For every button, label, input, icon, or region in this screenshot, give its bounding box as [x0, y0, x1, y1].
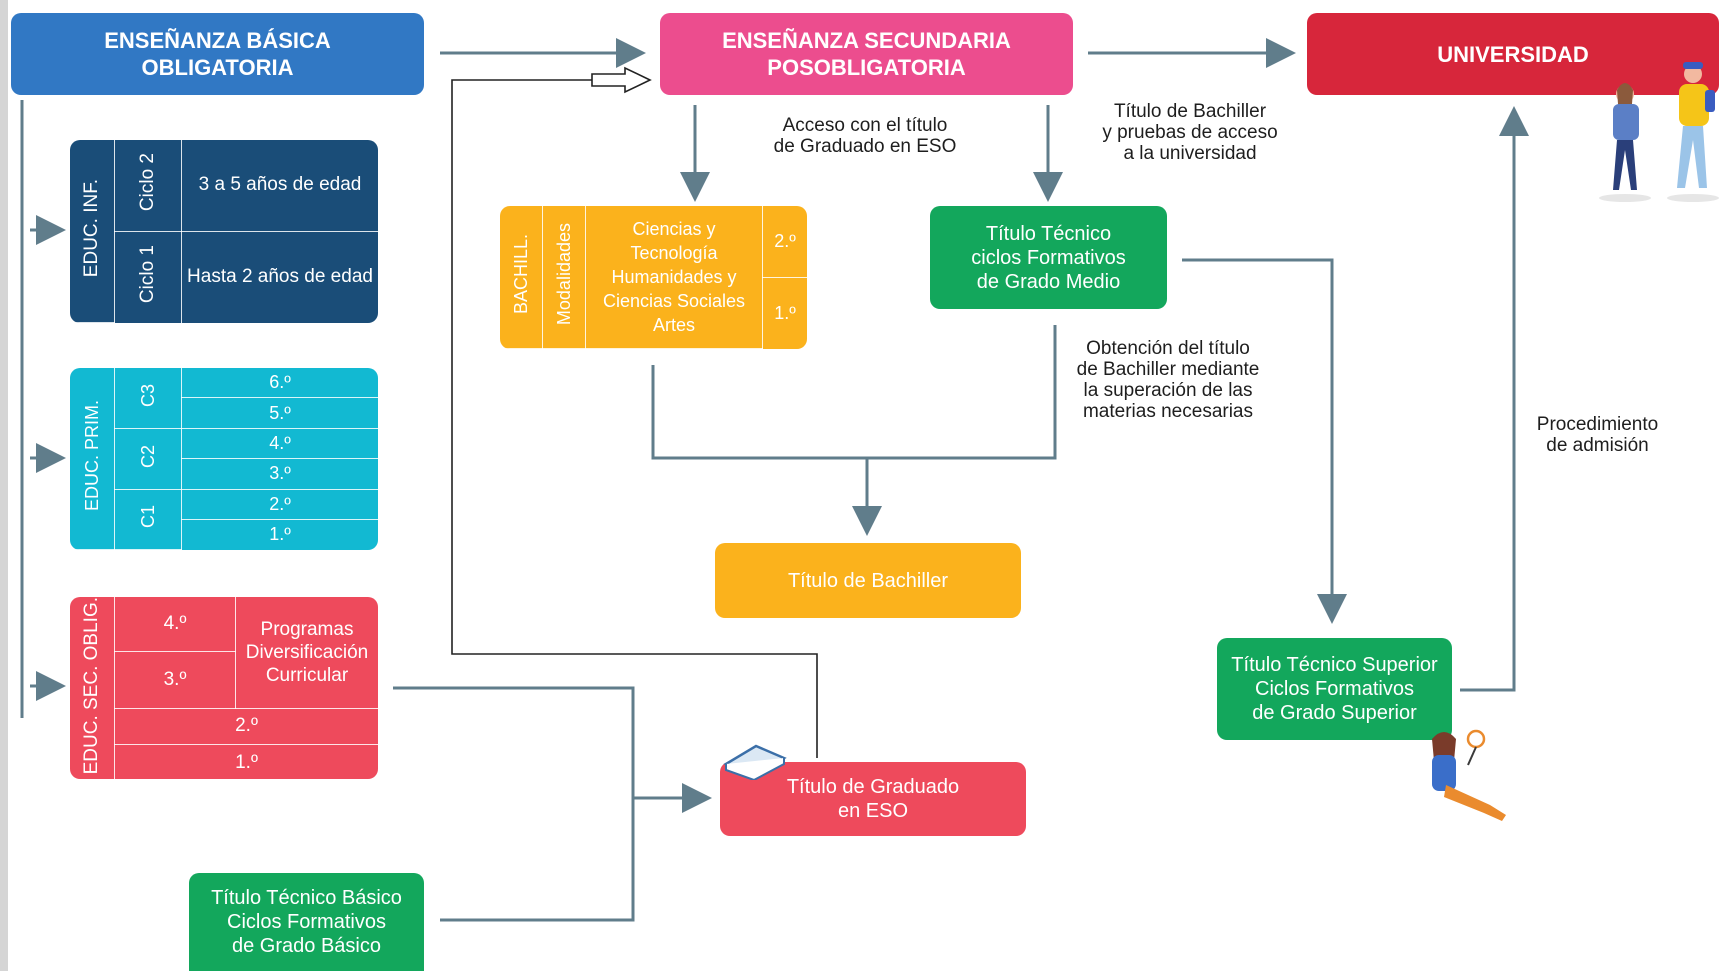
tecnico-medio-line-2: ciclos Formativos — [971, 246, 1126, 269]
sec-oblig-grade-4: 4.º — [163, 613, 187, 635]
primaria-grade-6: 6.º — [269, 372, 291, 393]
header-universidad-text: UNIVERSIDAD — [1437, 41, 1589, 67]
graduado-eso-line-1: Título de Graduado — [786, 776, 960, 798]
primaria-cycle-c2: C2 — [137, 444, 158, 468]
box-tecnico-basico: Título Técnico Básico Ciclos Formativos … — [189, 873, 424, 971]
sec-oblig-label: EDUC. SEC. OBLIG. — [81, 597, 102, 775]
primaria-cycle-c3: C3 — [137, 383, 158, 407]
line-bachillerato-to-join — [651, 325, 1057, 460]
obtencion-line-4: materias necesarias — [1082, 401, 1254, 422]
box-titulo-bachiller: Título de Bachiller — [715, 543, 1021, 618]
infantil-table: EDUC. INF. Ciclo 2 3 a 5 años de edad Ci… — [70, 140, 378, 323]
infantil-ciclo2: Ciclo 2 — [137, 153, 158, 212]
bachillerato-label: BACHILL. — [510, 234, 531, 315]
box-tecnico-medio: Título Técnico ciclos Formativos de Grad… — [930, 206, 1167, 309]
box-tecnico-superior: Título Técnico Superior Ciclos Formativo… — [1217, 638, 1452, 740]
bach-option-ciencias: Ciencias y Tecnología — [630, 219, 718, 263]
primaria-grade-4: 4.º — [269, 432, 291, 453]
infantil-ciclo2-desc: 3 a 5 años de edad — [198, 174, 362, 196]
note-procedimiento: Procedimiento de admisión — [1525, 414, 1670, 456]
sec-oblig-grade-3: 3.º — [163, 669, 187, 691]
line-medio-to-superior — [1182, 258, 1347, 624]
infantil-ciclo1: Ciclo 1 — [137, 245, 158, 304]
header-universidad: UNIVERSIDAD — [1307, 13, 1719, 95]
header-secundaria: ENSEÑANZA SECUNDARIA POSOBLIGATORIA — [660, 13, 1073, 95]
procedimiento-line-1: Procedimiento — [1536, 414, 1659, 435]
bach-grade-2: 2.º — [774, 230, 796, 251]
bach-option-artes: Artes — [652, 315, 695, 335]
tecnico-medio-line-1: Título Técnico — [985, 222, 1112, 245]
tecnico-basico-line-3: de Grado Básico — [232, 935, 381, 957]
bachiller-pruebas-line-3: a la universidad — [1123, 143, 1257, 164]
graduado-eso-line-2: en ESO — [837, 800, 909, 822]
book-icon — [723, 744, 787, 780]
bachillerato-table: BACHILL. Modalidades Ciencias y Tecnolog… — [500, 206, 807, 349]
bachiller-pruebas-line-1: Título de Bachiller — [1113, 101, 1267, 122]
programas-diversificacion: Programas Diversificación Curricular — [245, 618, 369, 686]
primaria-grade-5: 5.º — [269, 402, 291, 423]
header-secundaria-text: ENSEÑANZA SECUNDARIA POSOBLIGATORIA — [722, 28, 1011, 80]
primaria-grade-2: 2.º — [269, 493, 291, 514]
note-acceso-eso: Acceso con el título de Graduado en ESO — [755, 115, 975, 157]
obtencion-line-2: de Bachiller mediante — [1076, 359, 1260, 380]
line-graduado-return — [451, 79, 818, 758]
titulo-bachiller-text: Título de Bachiller — [787, 569, 949, 592]
line-eso-to-bracket — [393, 686, 635, 922]
box-graduado-eso: Título de Graduado en ESO — [720, 762, 1026, 836]
bach-grade-1: 1.º — [774, 302, 796, 323]
secundaria-oblig-table: EDUC. SEC. OBLIG. 4.º Programas Diversif… — [70, 597, 378, 779]
sec-oblig-grade-1: 1.º — [235, 752, 258, 774]
bach-option-humanidades: Humanidades y Ciencias Sociales — [602, 267, 746, 311]
tecnico-superior-line-2: Ciclos Formativos — [1255, 678, 1414, 700]
primaria-table: EDUC. PRIM. C3 6.º 5.º C2 4.º 3.º C1 2.º… — [70, 368, 378, 550]
line-superior-to-universidad — [1460, 106, 1529, 692]
bachiller-pruebas-line-2: y pruebas de acceso — [1102, 122, 1278, 143]
note-obtencion: Obtención del título de Bachiller median… — [1058, 338, 1278, 422]
student-sitting-illustration — [1432, 729, 1506, 821]
bachillerato-modalidades: Modalidades — [553, 223, 574, 326]
header-basica-text: ENSEÑANZA BÁSICA OBLIGATORIA — [104, 28, 331, 80]
obtencion-line-3: la superación de las — [1083, 380, 1253, 401]
obtencion-line-1: Obtención del título — [1086, 338, 1250, 359]
tecnico-basico-line-1: Título Técnico Básico — [211, 887, 402, 909]
tecnico-basico-line-2: Ciclos Formativos — [227, 911, 386, 933]
infantil-ciclo1-desc: Hasta 2 años de edad — [187, 266, 373, 288]
tecnico-medio-line-3: de Grado Medio — [976, 270, 1121, 293]
students-walking-illustration — [1599, 62, 1719, 202]
procedimiento-line-2: de admisión — [1546, 435, 1649, 456]
sec-oblig-grade-2: 2.º — [235, 715, 258, 737]
primaria-grade-1: 1.º — [269, 524, 291, 545]
primaria-cycle-c1: C1 — [137, 505, 158, 529]
hollow-arrow-to-secundaria — [591, 66, 652, 94]
primaria-grade-3: 3.º — [269, 463, 291, 484]
note-bachiller-pruebas: Título de Bachiller y pruebas de acceso … — [1085, 101, 1295, 164]
primaria-label: EDUC. PRIM. — [81, 400, 102, 512]
header-basica: ENSEÑANZA BÁSICA OBLIGATORIA — [11, 13, 424, 95]
acceso-eso-line-1: Acceso con el título — [782, 115, 948, 136]
left-edge-bar — [0, 0, 8, 971]
tecnico-superior-line-3: de Grado Superior — [1252, 702, 1417, 724]
acceso-eso-line-2: de Graduado en ESO — [773, 136, 957, 157]
infantil-label: EDUC. INF. — [81, 178, 102, 278]
tecnico-superior-line-1: Título Técnico Superior — [1231, 654, 1438, 676]
